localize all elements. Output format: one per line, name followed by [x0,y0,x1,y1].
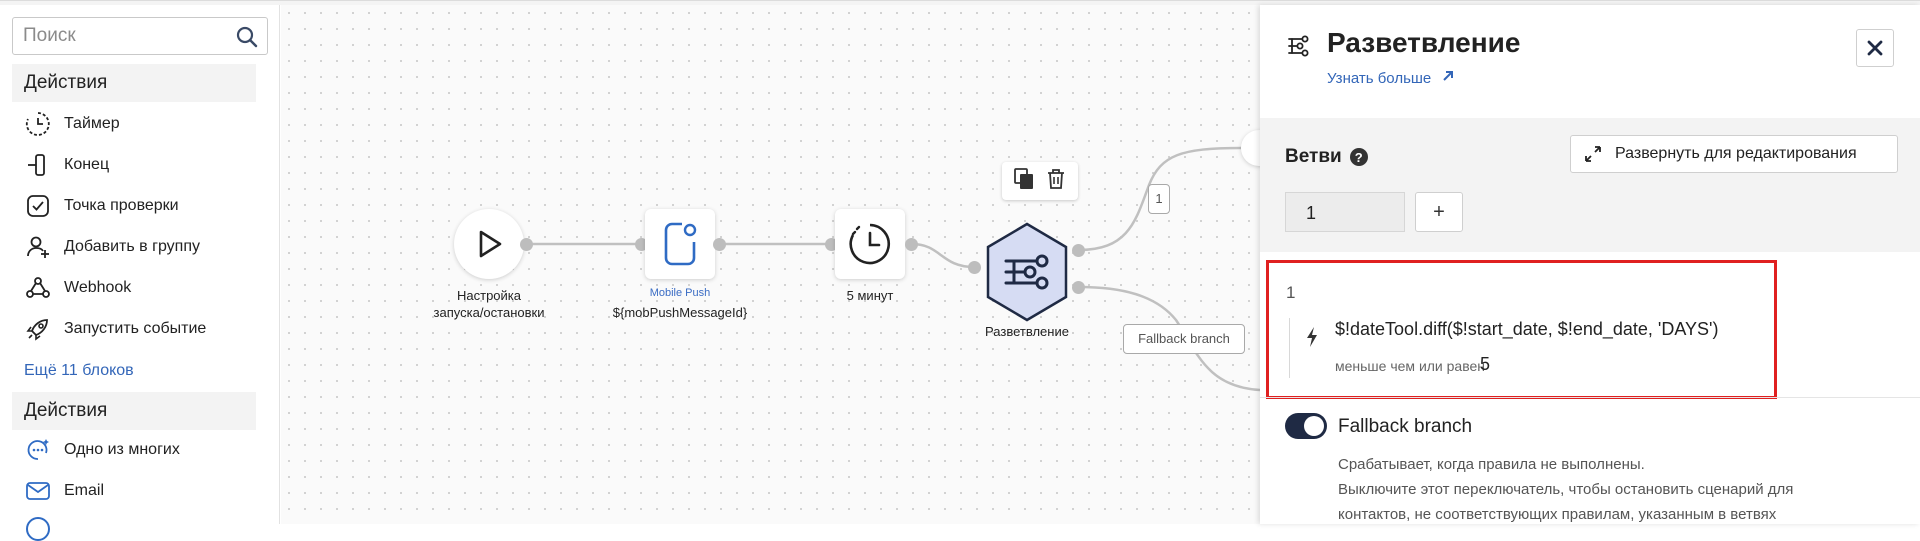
branch-node-in-port[interactable] [968,261,981,274]
start-node-label-line2: запуска/остановки [433,305,545,320]
timer-node-in-port[interactable] [825,238,838,251]
edge-branch-fallback [1078,285,1260,392]
branches-heading: Ветви ? [1285,146,1368,168]
branch-node-out-port-fallback[interactable] [1072,281,1085,294]
blocks-sidebar: Действия Таймер Конец Точка проверки Доб… [0,5,280,541]
expand-label: Развернуть для редактирования [1615,145,1857,162]
section-header-actions-2: Действия [12,392,256,430]
rule-operator: меньше чем или равен [1335,358,1486,374]
sidebar-item-email[interactable]: Email [24,476,104,506]
branch-node-label: Разветвление [985,324,1069,339]
section-header-actions: Действия [12,64,256,102]
workflow-canvas[interactable]: Настройка запуска/остановки Mobile Push … [281,5,1260,524]
mobile-push-icon [664,222,697,266]
lightning-icon [1305,326,1319,353]
top-border [0,0,1920,5]
fallback-description-line3: контактов, не соответствующих правилам, … [1338,506,1777,523]
learn-more-label: Узнать больше [1327,69,1432,87]
learn-more-link[interactable]: Узнать больше [1327,69,1455,87]
sidebar-item-label: Точка проверки [64,197,179,214]
expand-icon [1585,146,1601,162]
webhook-icon [24,274,52,302]
start-node-port[interactable] [520,238,533,251]
next-node-partial[interactable] [1241,130,1260,166]
more-blocks-link[interactable]: Ещё 11 блоков [24,362,134,379]
add-branch-button[interactable]: + [1415,192,1463,232]
fallback-description-line1: Срабатывает, когда правила не выполнены. [1338,456,1645,473]
fallback-description-line2: Выключите этот переключатель, чтобы оста… [1338,481,1794,498]
sidebar-item-timer[interactable]: Таймер [24,109,120,139]
fallback-label: Fallback branch [1338,416,1473,437]
search-input[interactable] [23,24,223,48]
branches-title: Ветви [1285,146,1342,167]
timer-icon [24,110,52,138]
sidebar-item-label: Одно из многих [64,441,180,458]
email-icon [24,477,52,505]
rule-divider [1289,318,1290,378]
rocket-icon [24,315,52,343]
end-icon [24,151,52,179]
add-group-icon [24,233,52,261]
start-node[interactable] [454,209,524,279]
timer-icon [849,223,890,265]
push-node-in-port[interactable] [635,238,648,251]
timer-node-out-port[interactable] [905,238,918,251]
sidebar-item-label: Email [64,482,105,499]
trash-icon[interactable] [1044,167,1068,196]
close-button[interactable] [1856,29,1894,67]
edge-timer-branch [911,242,975,269]
expand-editing-button[interactable]: Развернуть для редактирования [1570,135,1898,173]
rule-value: 5 [1480,354,1491,374]
search-box[interactable] [12,17,268,55]
branch-icon [1286,33,1312,64]
external-arrow-icon [1441,69,1455,87]
help-icon[interactable]: ? [1349,148,1368,166]
branch-rule-card[interactable]: 1 $!dateTool.diff($!start_date, $!end_da… [1266,260,1777,399]
rule-number: 1 [1286,283,1296,302]
node-toolbar [1002,162,1078,200]
play-icon [479,230,502,258]
search-icon[interactable] [235,25,259,49]
sidebar-item-add-group[interactable]: Добавить в группу [24,232,200,262]
one-of-many-icon [24,436,52,464]
sidebar-item-label: Webhook [64,279,132,296]
push-node-out-port[interactable] [713,238,726,251]
timer-node-label: 5 минут [846,288,894,303]
toggle-knob [1304,416,1324,436]
branch-node-out-port-1[interactable] [1072,244,1085,257]
fallback-description: Срабатывает, когда правила не выполнены.… [1338,452,1898,527]
tab-branch-1[interactable]: 1 [1285,192,1405,232]
checkpoint-icon [24,192,52,220]
branch-node[interactable] [974,219,1080,325]
sidebar-item-label: Добавить в группу [64,238,200,255]
section-divider [1260,397,1920,398]
sidebar-item-label: Конец [64,156,110,173]
edge-label-branch-1[interactable]: 1 [1148,184,1170,214]
push-node-type: Mobile Push [649,287,711,299]
copy-icon[interactable] [1012,167,1036,196]
timer-node[interactable] [835,209,905,279]
fallback-toggle[interactable] [1285,413,1327,439]
sidebar-item-checkpoint[interactable]: Точка проверки [24,191,179,221]
sidebar-item-one-of-many[interactable]: Одно из многих [24,435,180,465]
close-icon [1867,40,1883,56]
panel-title: Разветвление [1327,27,1521,58]
sidebar-item-label: Таймер [64,115,120,132]
workflow-edges [527,146,1260,392]
edge-label-fallback[interactable]: Fallback branch [1123,324,1245,354]
start-node-label: Настройка запуска/остановки [409,287,569,321]
start-node-label-line1: Настройка [457,288,521,303]
sidebar-item-label: Запустить событие [64,320,207,337]
push-node-label: ${mobPushMessageId} [612,305,748,320]
mobile-push-node[interactable] [645,209,715,279]
sidebar-item-trigger-event[interactable]: Запустить событие [24,314,206,344]
branch-settings-panel: Разветвление Узнать больше Ветви ? Разве… [1260,5,1920,524]
sidebar-item-end[interactable]: Конец [24,150,109,180]
sidebar-item-webhook[interactable]: Webhook [24,273,131,303]
sidebar-item-partial-icon [26,517,50,541]
rule-expression: $!dateTool.diff($!start_date, $!end_date… [1335,319,1719,339]
